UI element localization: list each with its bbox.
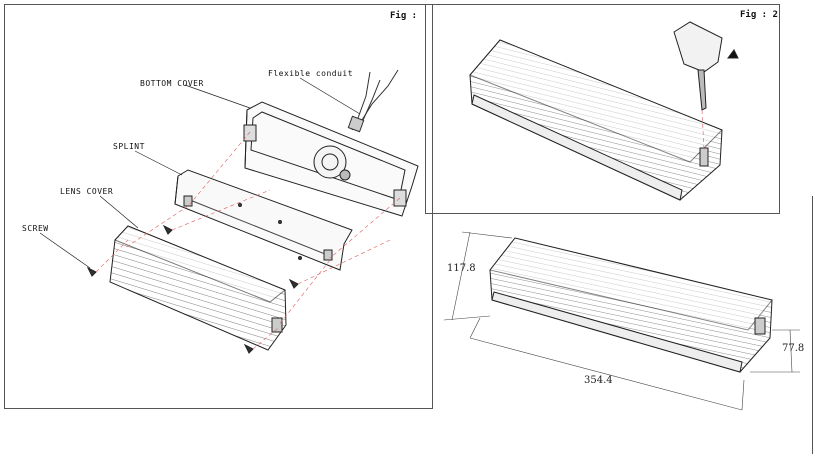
figure-1-panel [4, 4, 433, 409]
right-divider-line [812, 196, 813, 454]
dimension-depth: 77.8 [782, 343, 805, 354]
splint-drawing [174, 169, 353, 271]
dimension-length: 354.4 [584, 375, 613, 386]
assembly-guide-lines [95, 131, 401, 350]
bottom-cover-drawing [243, 101, 419, 217]
label-splint: SPLINT [113, 142, 145, 151]
fig2-screwdriver-hand [673, 21, 739, 111]
lens-cover-drawing [109, 225, 287, 351]
dimension-lines [443, 231, 800, 411]
label-lens-cover: LENS COVER [60, 187, 114, 196]
flexible-conduit-drawing [347, 69, 399, 133]
dimensioned-luminaire-drawing [489, 237, 773, 373]
dimension-height: 117.8 [447, 263, 476, 274]
figure-2-panel [425, 4, 780, 214]
screws-drawing [86, 224, 299, 354]
leader-lines [39, 77, 361, 269]
fig2-luminaire-drawing [469, 39, 723, 201]
label-screw: SCREW [22, 224, 49, 233]
fig2-title: Fig : 2 [740, 10, 778, 20]
fig1-title: Fig : [390, 11, 418, 21]
label-flexible-conduit: Flexible conduit [268, 69, 354, 78]
label-bottom-cover: BOTTOM COVER [140, 79, 204, 88]
